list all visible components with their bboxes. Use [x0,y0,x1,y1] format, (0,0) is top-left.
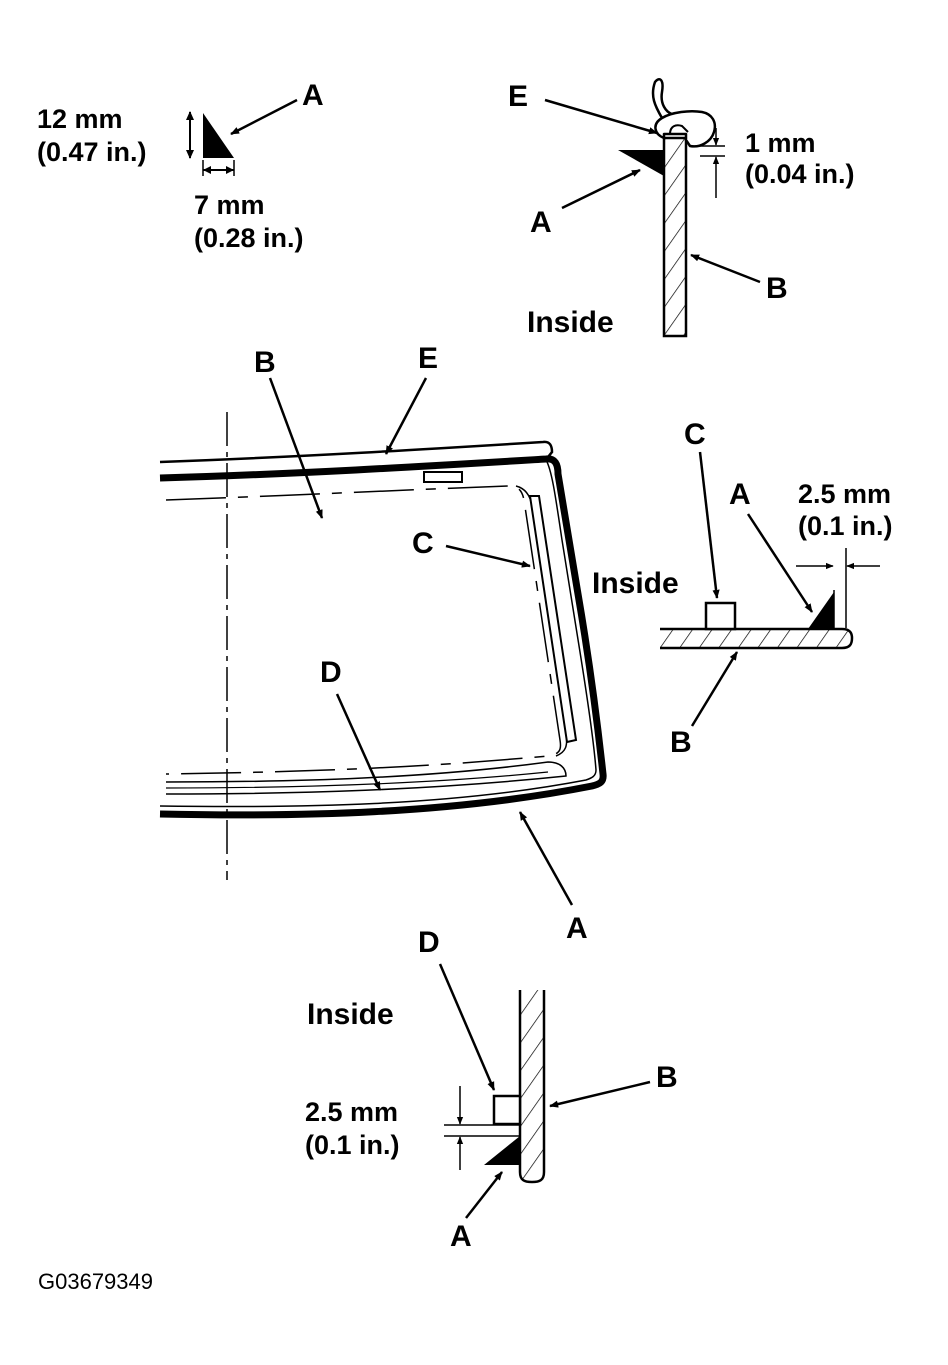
label-inside: Inside [527,306,614,339]
adhesive-bead-top [618,150,664,176]
leader-e-top [544,98,658,135]
top-gap-in: (0.04 in.) [745,159,855,189]
leader-b-side [690,651,739,727]
label-b: B [254,346,276,379]
leader-a-main [518,811,574,906]
windshield-main-view: B E C D A [159,342,607,945]
label-a: A [566,912,588,945]
label-c: C [684,418,706,451]
label-d: D [320,656,342,689]
molding-e-outline [159,440,554,464]
bead-width-in: (0.28 in.) [194,223,304,253]
label-b: B [670,726,692,759]
label-a: A [530,206,552,239]
side-edge-detail: C A B Inside 2.5 mm (0.1 in.) [592,418,893,759]
leader-d-bottom [438,963,496,1091]
side-gap-mm: 2.5 mm [798,479,891,509]
label-b: B [656,1061,678,1094]
spacer-c-strip [528,495,578,744]
bead-height-mm: 12 mm [37,104,123,134]
leader-c-main [445,544,531,568]
leader-a-bottom [465,1171,503,1219]
leader-b-top [690,253,761,284]
leader-a-bead [230,98,298,136]
glass-panel-section [662,136,688,338]
adhesive-bead-side [808,592,834,629]
figure-code: G03679349 [38,1269,153,1294]
bottom-gap-mm: 2.5 mm [305,1097,398,1127]
leader-b-main [268,377,324,519]
adhesive-bead-bottom [484,1136,520,1165]
top-edge-detail: E A B Inside 1 mm (0.04 in.) [508,78,855,339]
bead-height-in: (0.47 in.) [37,137,147,167]
leader-e-main [384,377,428,455]
label-a: A [302,79,324,112]
label-a: A [729,478,751,511]
adhesive-bead-shape [203,113,234,158]
label-d: D [418,926,440,959]
leader-a-side [746,513,814,613]
top-gap-mm: 1 mm [745,128,816,158]
mirror-mount-pad [423,471,463,483]
spacer-d-strip [165,761,567,795]
spacer-c-block [704,601,737,631]
bottom-edge-detail: D B A Inside 2.5 mm (0.1 in.) [305,926,678,1253]
bead-width-mm: 7 mm [194,190,265,220]
label-e: E [418,342,438,375]
label-inside: Inside [307,998,394,1031]
spacer-d-block [492,1094,522,1126]
glass-outer-edge [159,455,607,819]
glass-panel-bottom-section [518,990,546,1184]
label-e: E [508,80,528,113]
label-a: A [450,1220,472,1253]
label-c: C [412,527,434,560]
label-inside: Inside [592,567,679,600]
leader-a-top [561,168,641,210]
bead-profile-detail: A 12 mm (0.47 in.) 7 mm (0.28 in.) [37,79,324,253]
label-b: B [766,272,788,305]
leader-c-side [698,451,720,599]
ceramic-border-inner [165,485,562,775]
side-gap-in: (0.1 in.) [798,511,893,541]
leader-b-bottom [549,1080,651,1108]
glass-panel-side-section [660,627,854,650]
leader-d-main [335,693,382,791]
molding-e-profile [651,78,717,148]
bottom-gap-in: (0.1 in.) [305,1130,400,1160]
